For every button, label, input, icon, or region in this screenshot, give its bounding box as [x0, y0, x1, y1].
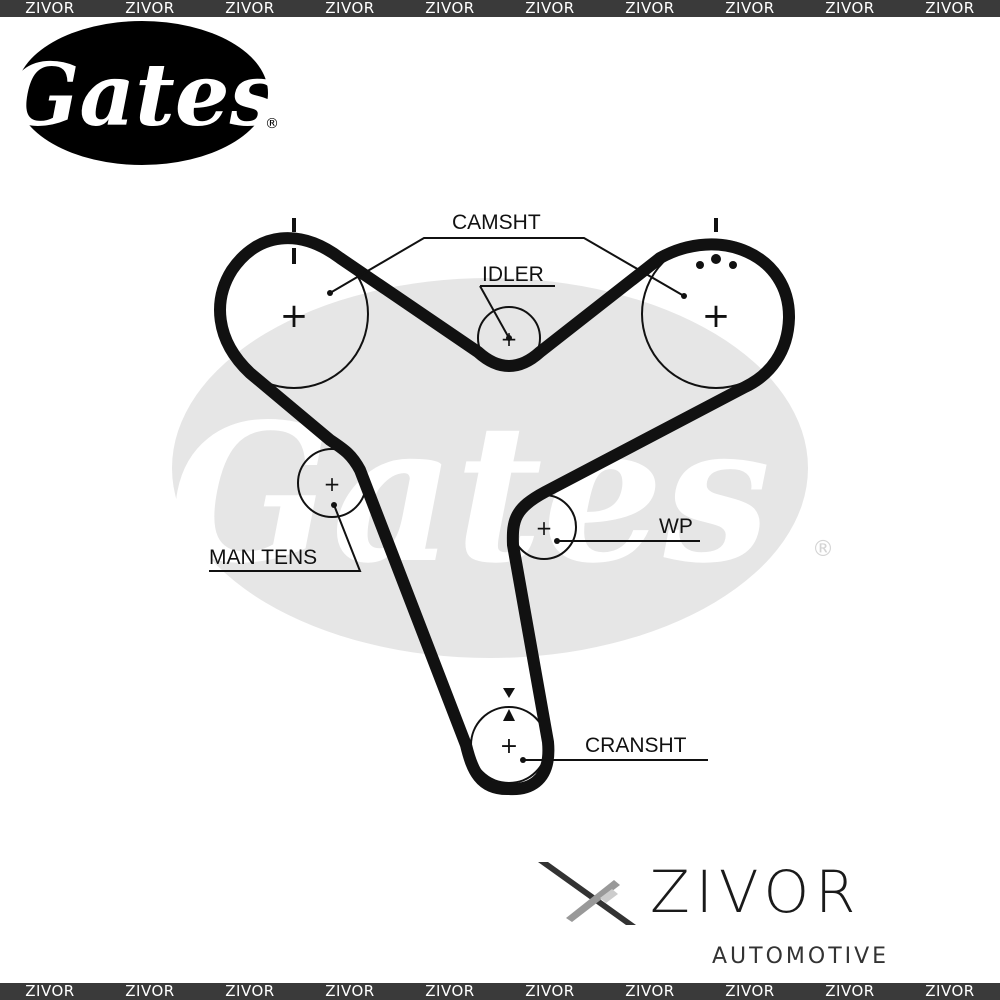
zivor-x-icon [538, 862, 636, 925]
banner-text: ZIVOR [625, 0, 675, 17]
right-cam-center-mark: + [702, 296, 731, 336]
logo-registered: ® [265, 116, 279, 132]
top-banner: ZIVOR ZIVOR ZIVOR ZIVOR ZIVOR ZIVOR ZIVOR ZIVOR… [0, 0, 1000, 17]
banner-text: ZIVOR [225, 0, 275, 17]
banner-text: ZIVOR [425, 983, 475, 1000]
timing-belt [214, 232, 796, 796]
banner-text: ZIVOR [225, 983, 275, 1000]
watermark-registered: ® [812, 537, 834, 562]
water-pump-center-mark: + [536, 516, 553, 540]
banner-text: ZIVOR [325, 983, 375, 1000]
crank-center-mark: + [500, 734, 518, 759]
banner-text: ZIVOR [725, 983, 775, 1000]
banner-text: ZIVOR [325, 0, 375, 17]
banner-text: ZIVOR [525, 983, 575, 1000]
idler-leader [479, 285, 510, 339]
zivor-brand-name: ZIVOR [650, 858, 862, 926]
left-cam-center-mark: + [280, 296, 309, 336]
banner-text: ZIVOR [625, 983, 675, 1000]
manual-tensioner-label: MAN TENS [209, 546, 317, 569]
banner-text: ZIVOR [125, 983, 175, 1000]
gates-logo: Gates ® [6, 21, 279, 165]
camshaft-label: CAMSHT [452, 211, 541, 234]
bottom-banner: ZIVOR ZIVOR ZIVOR ZIVOR ZIVOR ZIVOR ZIVOR ZIVOR… [0, 983, 1000, 1000]
banner-text: ZIVOR [925, 983, 975, 1000]
logo-text: Gates [6, 45, 278, 146]
banner-text: ZIVOR [25, 983, 75, 1000]
banner-text: ZIVOR [25, 0, 75, 17]
crank-timing-mark [503, 688, 515, 721]
watermark-text: Gates [170, 382, 771, 605]
banner-text: ZIVOR [825, 983, 875, 1000]
gates-watermark: Gates ® [170, 278, 834, 658]
water-pump-label: WP [659, 515, 693, 538]
banner-text: ZIVOR [825, 0, 875, 17]
banner-text: ZIVOR [125, 0, 175, 17]
crankshaft-label: CRANSHT [585, 734, 687, 757]
right-cam-timing-mark [696, 218, 737, 269]
tensioner-center-mark: + [324, 472, 341, 496]
camshaft-leader [329, 237, 685, 297]
idler-label: IDLER [482, 263, 544, 286]
banner-text: ZIVOR [525, 0, 575, 17]
banner-text: ZIVOR [925, 0, 975, 17]
banner-text: ZIVOR [425, 0, 475, 17]
banner-text: ZIVOR [725, 0, 775, 17]
zivor-brand-subtitle: AUTOMOTIVE [712, 944, 890, 969]
tensioner-leader [209, 504, 362, 572]
